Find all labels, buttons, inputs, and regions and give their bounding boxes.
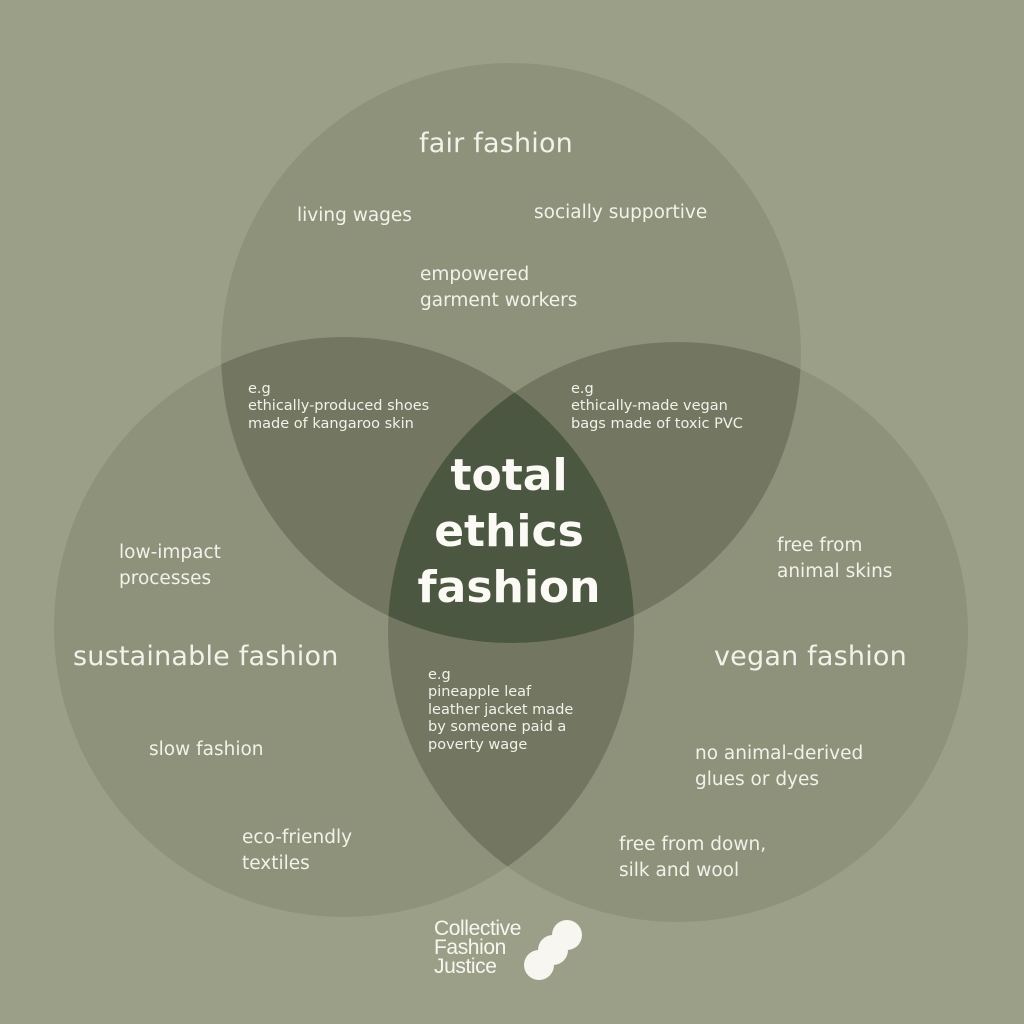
- fair-fashion-title: fair fashion: [419, 128, 573, 159]
- sustainable-vegan-example: e.g pineapple leaf leather jacket made b…: [428, 667, 574, 753]
- sustainable-item-low-impact: low-impact processes: [119, 542, 221, 589]
- total-ethics-fashion-label: total ethics fashion: [417, 450, 601, 613]
- fair-item-living-wages: living wages: [297, 205, 412, 226]
- three-overlapping-circles-icon: [524, 920, 582, 980]
- fair-item-empowered-workers: empowered garment workers: [420, 264, 578, 311]
- vegan-item-free-from-skins: free from animal skins: [777, 535, 893, 582]
- vegan-item-free-from-down: free from down, silk and wool: [619, 834, 767, 881]
- vegan-fashion-title: vegan fashion: [714, 641, 907, 672]
- sustainable-item-eco-textiles: eco-friendly textiles: [242, 827, 353, 874]
- vegan-item-no-animal-glues: no animal-derived glues or dyes: [695, 743, 864, 790]
- sustainable-item-slow-fashion: slow fashion: [149, 739, 264, 760]
- fair-item-socially-supportive: socially supportive: [534, 202, 708, 223]
- center-overlap: [388, 342, 634, 643]
- sustainable-fashion-title: sustainable fashion: [73, 641, 339, 672]
- fair-sustainable-example: e.g ethically-produced shoes made of kan…: [248, 381, 430, 432]
- collective-fashion-justice-logo: Collective Fashion Justice: [434, 917, 582, 980]
- fair-vegan-example: e.g ethically-made vegan bags made of to…: [571, 381, 743, 432]
- logo-text: Collective Fashion Justice: [434, 917, 522, 978]
